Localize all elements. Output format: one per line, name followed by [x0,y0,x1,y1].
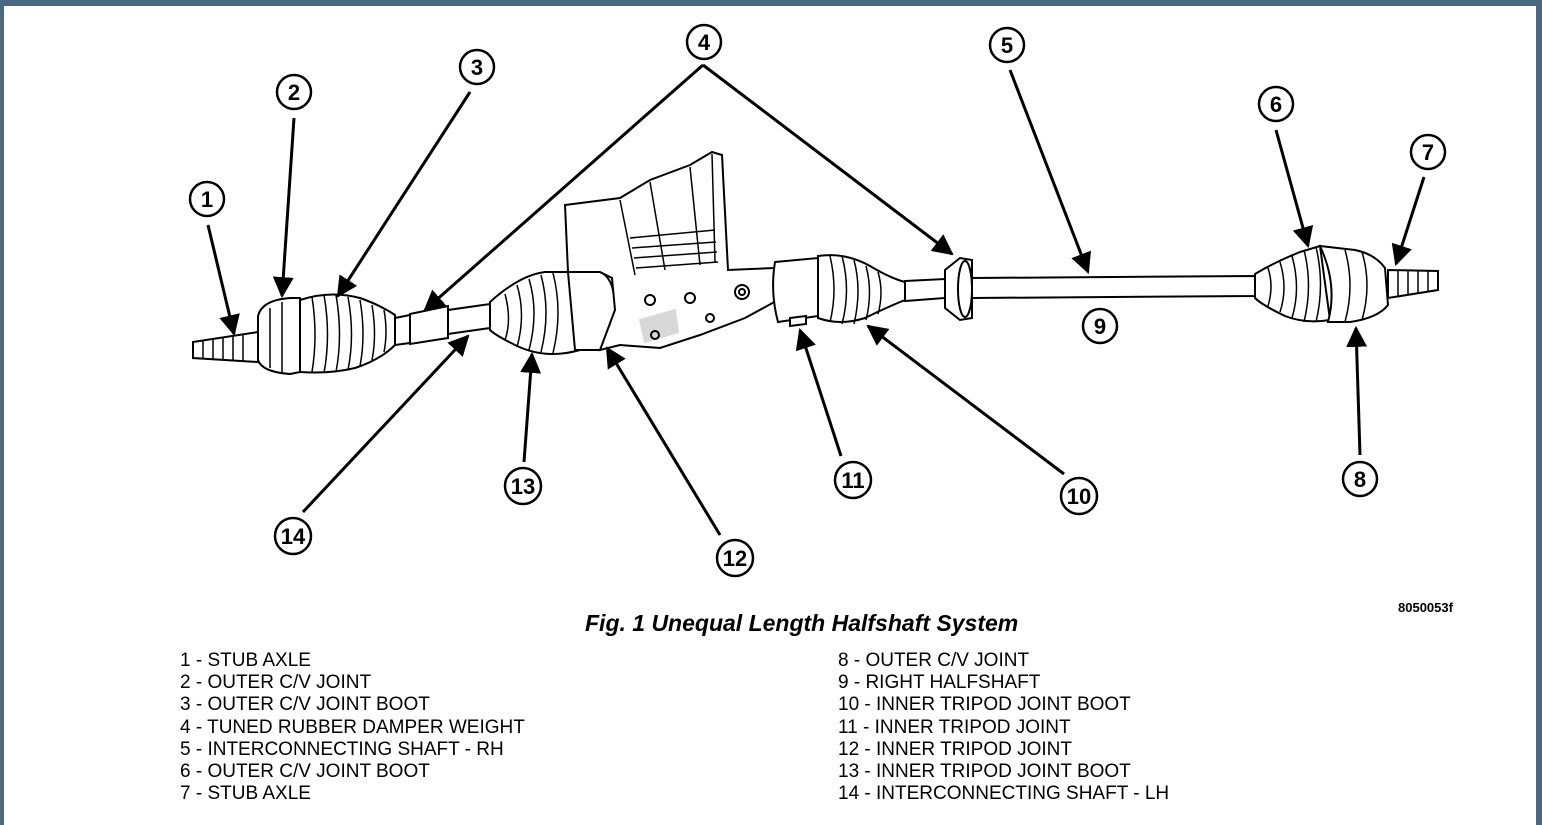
legend-right-column: 8 - OUTER C/V JOINT 9 - RIGHT HALFSHAFT … [838,650,1169,805]
leader-5 [1008,69,1091,274]
leader-14 [301,334,470,514]
legend-item: 8 - OUTER C/V JOINT [838,650,1030,671]
callout-2: 2 [275,73,313,111]
leader-7 [1391,176,1426,266]
callout-12: 12 [715,538,755,578]
svg-text:13: 13 [511,474,535,499]
interconnecting-shaft-rh [904,256,973,322]
legend-item: 2 - OUTER C/V JOINT [180,672,372,694]
callout-9: 9 [1081,307,1119,345]
callout-3: 3 [458,48,496,86]
svg-text:4: 4 [698,30,711,55]
assembly-drawing [192,150,1439,376]
leader-4a [423,63,704,312]
legend-item: 10 - INNER TRIPOD JOINT BOOT [838,694,1131,716]
transaxle-housing [563,150,780,352]
svg-text:10: 10 [1067,484,1091,509]
right-halfshaft [971,274,1256,300]
legend-item: 7 - STUB AXLE [180,783,311,805]
leader-6 [1274,129,1314,249]
svg-text:7: 7 [1422,140,1434,165]
legend-item: 12 - INNER TRIPOD JOINT [838,738,1073,760]
legend-item: 1 - STUB AXLE [180,650,311,671]
legend-item: 9 - RIGHT HALFSHAFT [838,672,1041,694]
legend-left-column: 1 - STUB AXLE 2 - OUTER C/V JOINT 3 - OU… [180,650,525,805]
outer-cv-boot-rh [1254,244,1332,323]
stub-axle-right [1387,268,1439,300]
leader-arrows [206,63,1426,536]
window-frame-top [0,0,1542,6]
legend-item: 6 - OUTER C/V JOINT BOOT [180,760,430,782]
leader-1 [206,224,240,337]
callout-8: 8 [1341,460,1379,498]
callouts: 1 2 3 4 5 6 7 8 9 10 11 12 13 14 [188,23,1447,578]
legend-item: 3 - OUTER C/V JOINT BOOT [180,694,430,716]
legend-item: 5 - INTERCONNECTING SHAFT - RH [180,738,504,760]
callout-10: 10 [1059,476,1099,516]
leader-10 [866,324,1065,476]
leader-2 [272,117,296,299]
svg-text:1: 1 [201,187,213,212]
interconnecting-shaft-lh [394,302,491,347]
leader-4b [702,63,954,256]
svg-text:14: 14 [281,524,306,549]
svg-text:11: 11 [841,468,864,493]
outer-cv-joint-rh [1318,244,1390,323]
inner-tripod-boot-rh [817,254,906,325]
outer-cv-boot-left [299,293,396,374]
callout-1: 1 [188,180,226,218]
svg-text:5: 5 [1001,33,1013,58]
legend-item: 4 - TUNED RUBBER DAMPER WEIGHT [180,716,525,738]
svg-text:9: 9 [1094,314,1106,339]
leader-13 [520,351,542,463]
leader-12 [605,346,722,536]
leader-3 [336,91,472,298]
callout-5: 5 [988,26,1026,64]
stub-axle-left [192,330,259,364]
svg-text:3: 3 [471,55,483,80]
outer-cv-joint-left [257,297,305,376]
callout-13: 13 [503,466,543,506]
callout-14: 14 [273,516,313,556]
callout-4: 4 [685,23,723,61]
inner-tripod-joint-rh [772,256,825,328]
svg-text:12: 12 [723,546,747,571]
window-frame-right [1536,0,1542,825]
svg-text:8: 8 [1354,467,1366,492]
svg-text:2: 2 [288,80,300,105]
window-frame-left [0,0,4,825]
callout-7: 7 [1409,133,1447,171]
leader-8 [1346,325,1368,456]
callout-6: 6 [1257,85,1295,123]
legend-item: 13 - INNER TRIPOD JOINT BOOT [838,760,1131,782]
figure-code: 8050053f [1398,600,1453,615]
callout-11: 11 [833,460,873,500]
svg-text:6: 6 [1270,92,1282,117]
legend-item: 14 - INTERCONNECTING SHAFT - LH [838,783,1170,805]
inner-tripod-boot-lh [489,271,582,355]
leader-11 [795,328,843,457]
figure-caption: Fig. 1 Unequal Length Halfshaft System [585,610,1019,636]
legend-item: 11 - INNER TRIPOD JOINT [838,716,1071,738]
